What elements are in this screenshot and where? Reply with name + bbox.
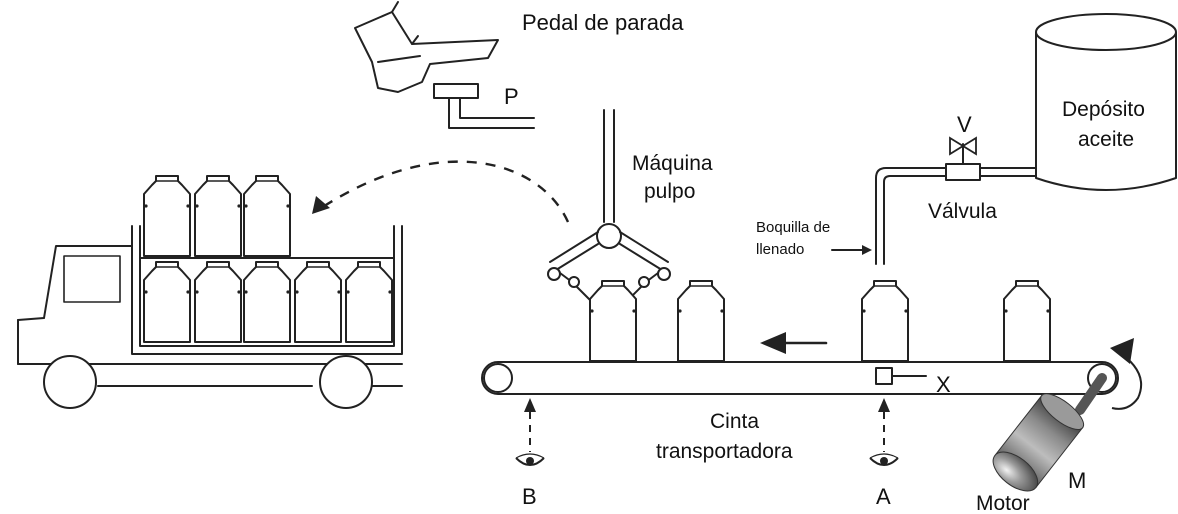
machine-label-line1: Máquina — [632, 152, 713, 175]
belt-label-line2: transportadora — [656, 440, 793, 463]
motor-label: Motor — [976, 492, 1030, 514]
transfer-arrowhead — [312, 196, 330, 214]
truck — [17, 225, 403, 409]
rotation-arrowhead — [1110, 338, 1134, 364]
rotation-arrow — [1111, 349, 1143, 410]
bottle-filling — [861, 280, 909, 362]
truck-bottle-bottom-4 — [294, 261, 342, 343]
truck-bottle-top-2 — [194, 175, 242, 257]
sensor-a-label: A — [876, 484, 891, 509]
valve-label: Válvula — [928, 200, 997, 223]
nozzle-pointer-head — [862, 245, 872, 255]
belt-label-line1: Cinta — [710, 410, 759, 433]
conveyor-belt — [481, 361, 1119, 395]
bottle-belt-4 — [1003, 280, 1051, 362]
sensor-x-label: X — [936, 372, 951, 397]
machine-label-line2: pulpo — [644, 180, 695, 203]
stop-pedal — [354, 1, 535, 129]
truck-bottle-bottom-2 — [194, 261, 242, 343]
valve-tag: V — [957, 112, 972, 137]
truck-bottle-top-1 — [143, 175, 191, 257]
truck-bottle-bottom-1 — [143, 261, 191, 343]
motor-tag: M — [1068, 468, 1086, 493]
nozzle-label-line2: llenado — [756, 241, 804, 258]
transfer-arrow — [317, 160, 570, 223]
octopus-machine — [547, 109, 671, 301]
oil-pipe — [875, 167, 1037, 265]
oil-tank — [1035, 13, 1177, 191]
motor — [992, 373, 1107, 492]
nozzle-label-line1: Boquilla de — [756, 219, 830, 236]
valve — [945, 136, 981, 181]
truck-bottle-bottom-5 — [345, 261, 393, 343]
pedal-label: Pedal de parada — [522, 10, 684, 35]
bottle-gripped — [589, 280, 637, 362]
sensor-b-label: B — [522, 484, 537, 509]
bottle-belt-2 — [677, 280, 725, 362]
tank-label-line2: aceite — [1078, 128, 1134, 151]
sensor-b — [515, 398, 545, 466]
direction-arrowhead — [760, 332, 786, 354]
sensor-a — [869, 398, 899, 466]
truck-bottle-top-3 — [243, 175, 291, 257]
truck-bottle-bottom-3 — [243, 261, 291, 343]
sensor-x — [875, 367, 893, 385]
pedal-tag: P — [504, 84, 519, 109]
tank-label-line1: Depósito — [1062, 98, 1145, 121]
